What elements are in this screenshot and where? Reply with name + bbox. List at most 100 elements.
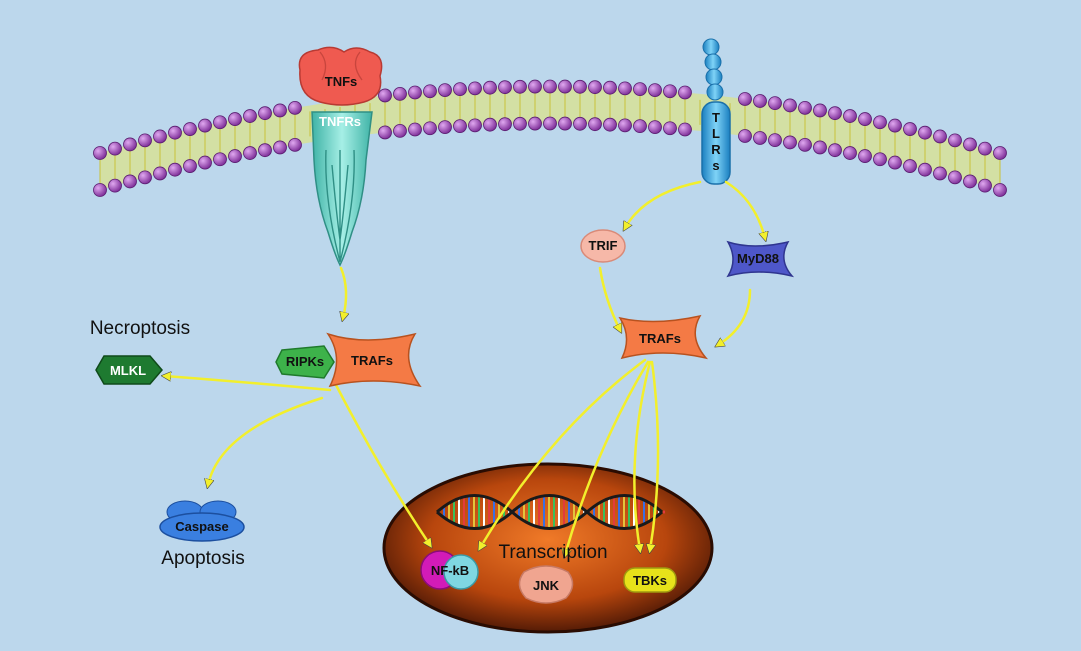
myd88-label: MyD88: [737, 251, 779, 266]
mlkl-node: MLKL: [95, 355, 163, 385]
lipid-head: [543, 116, 557, 131]
lipid-head: [453, 82, 467, 97]
mlkl-label: MLKL: [110, 363, 146, 378]
lipid-head: [678, 85, 692, 100]
cell-membrane: [93, 79, 1007, 197]
arrow-tlr-to-trif: [625, 180, 702, 228]
lipid-head: [573, 79, 587, 94]
lipid-head: [963, 174, 977, 189]
tlr-letter-s: s: [712, 158, 719, 173]
lipid-head: [468, 118, 482, 133]
lipid-head: [858, 112, 872, 126]
arrow-tnfr-to-ripks: [341, 266, 346, 318]
lipid-head: [918, 162, 932, 177]
arrow-trafs-to-caspase: [208, 396, 324, 485]
lipid-head: [528, 79, 542, 94]
lipid-head: [873, 115, 887, 130]
lipid-head: [288, 137, 302, 152]
lipid-head: [213, 152, 227, 167]
nfkb-node: NF-kB: [420, 550, 479, 590]
lipid-head: [753, 94, 767, 108]
lipid-head: [648, 120, 662, 135]
ripks-node: RIPKs: [275, 345, 335, 379]
lipid-head: [93, 183, 107, 197]
lipid-head: [198, 118, 212, 133]
lipid-head: [153, 129, 167, 144]
tlr-letter-l: L: [712, 126, 720, 141]
lipid-head: [273, 140, 287, 155]
lipid-head: [543, 79, 557, 94]
tnfrs-label: TNFRs: [319, 114, 361, 129]
arrow-trafs-to-mlkl: [165, 376, 332, 392]
arrow-right-trafs-to-nfkb: [480, 358, 647, 548]
lipid-head: [678, 122, 692, 137]
trafs-left-label: TRAFs: [351, 353, 393, 368]
lipid-head: [603, 117, 617, 132]
arrow-right-trafs-to-tbks-a: [633, 360, 652, 550]
lipid-head: [258, 106, 272, 121]
lipid-head: [453, 119, 467, 134]
necroptosis-label: Necroptosis: [90, 318, 190, 339]
lipid-tails: [99, 92, 1001, 184]
lipid-head: [138, 133, 152, 148]
jnk-node: JNK: [518, 565, 574, 604]
lipid-head: [378, 125, 392, 140]
tnfs-label: TNFs: [325, 74, 358, 89]
lipid-head: [663, 84, 677, 99]
lipid-head: [888, 118, 902, 133]
lipid-head: [258, 143, 272, 158]
dna-helix: [436, 494, 665, 530]
lipid-head: [783, 98, 797, 113]
arrow-right-trafs-to-jnk: [565, 360, 650, 555]
lipid-head: [123, 137, 137, 152]
lipid-head: [513, 79, 527, 94]
lipid-head: [138, 170, 152, 185]
lipid-head: [438, 83, 452, 98]
lipid-head: [408, 122, 422, 137]
lipid-head: [153, 166, 167, 181]
jnk-label: JNK: [533, 578, 560, 593]
arrow-trif-to-trafs: [598, 266, 620, 330]
lipid-head: [633, 82, 647, 97]
trif-node: TRIF: [580, 229, 626, 263]
lipid-heads-outer: [93, 79, 1007, 160]
lipid-head: [633, 119, 647, 134]
lipid-head: [948, 170, 962, 185]
lipid-head: [768, 96, 782, 111]
lipid-head: [828, 106, 842, 121]
lipid-head: [753, 131, 767, 145]
lipid-head: [168, 162, 182, 177]
lipid-head: [768, 133, 782, 148]
arrow-right-trafs-to-tbks-b: [650, 360, 660, 550]
lipid-head: [288, 100, 302, 115]
lipid-head: [438, 120, 452, 135]
lipid-head: [738, 92, 752, 106]
lipid-head: [243, 146, 257, 160]
lipid-head: [663, 121, 677, 136]
lipid-head: [933, 129, 947, 144]
lipid-head: [843, 109, 857, 123]
lipid-head: [93, 146, 107, 160]
lipid-head: [918, 125, 932, 140]
tlr-letter-r: R: [711, 142, 721, 157]
lipid-head: [108, 178, 122, 193]
lipid-head: [183, 159, 197, 173]
lipid-head: [813, 103, 827, 118]
arrow-trafs-to-nfkb: [334, 383, 430, 545]
lipid-head: [963, 137, 977, 152]
arrows: [165, 180, 765, 555]
lipid-head: [618, 118, 632, 133]
tnfs-ligand: TNFs: [298, 46, 383, 106]
lipid-head: [393, 123, 407, 138]
lipid-head: [228, 149, 242, 163]
lipid-head: [873, 152, 887, 167]
lipid-head: [888, 155, 902, 170]
lipid-head: [183, 122, 197, 136]
lipid-head: [513, 116, 527, 131]
tlr-letter-t: T: [712, 110, 720, 125]
trif-label: TRIF: [589, 238, 618, 253]
lipid-head: [273, 103, 287, 118]
myd88-node: MyD88: [726, 240, 795, 278]
lipid-head: [408, 85, 422, 100]
lipid-head: [108, 141, 122, 156]
